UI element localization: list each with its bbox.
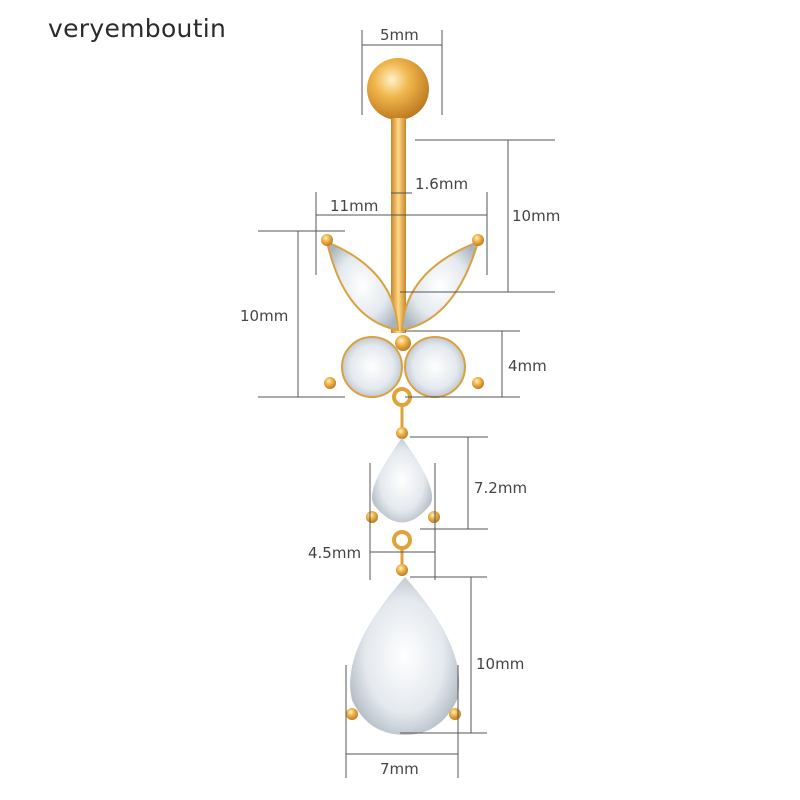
- large-teardrop-stone: [346, 577, 461, 735]
- butterfly-charm: [321, 234, 484, 407]
- small-drop-height-label: 7.2mm: [474, 479, 528, 497]
- bar-thickness-label: 1.6mm: [415, 175, 469, 193]
- small-drop-width-label: 4.5mm: [308, 544, 362, 562]
- round-stone-label: 4mm: [508, 357, 547, 375]
- large-drop-width-label: 7mm: [380, 760, 419, 778]
- ball-width-label: 5mm: [380, 26, 419, 44]
- butterfly-height-label: 10mm: [240, 307, 289, 325]
- dimension-lines: [258, 30, 555, 778]
- butterfly-width-label: 11mm: [330, 197, 379, 215]
- bar-length-label: 10mm: [512, 207, 561, 225]
- small-teardrop-stone: [366, 438, 440, 550]
- large-drop-height-label: 10mm: [476, 655, 525, 673]
- brand-watermark: veryemboutin: [48, 14, 227, 43]
- barbell-bar: [391, 118, 406, 333]
- top-ball: [367, 58, 429, 120]
